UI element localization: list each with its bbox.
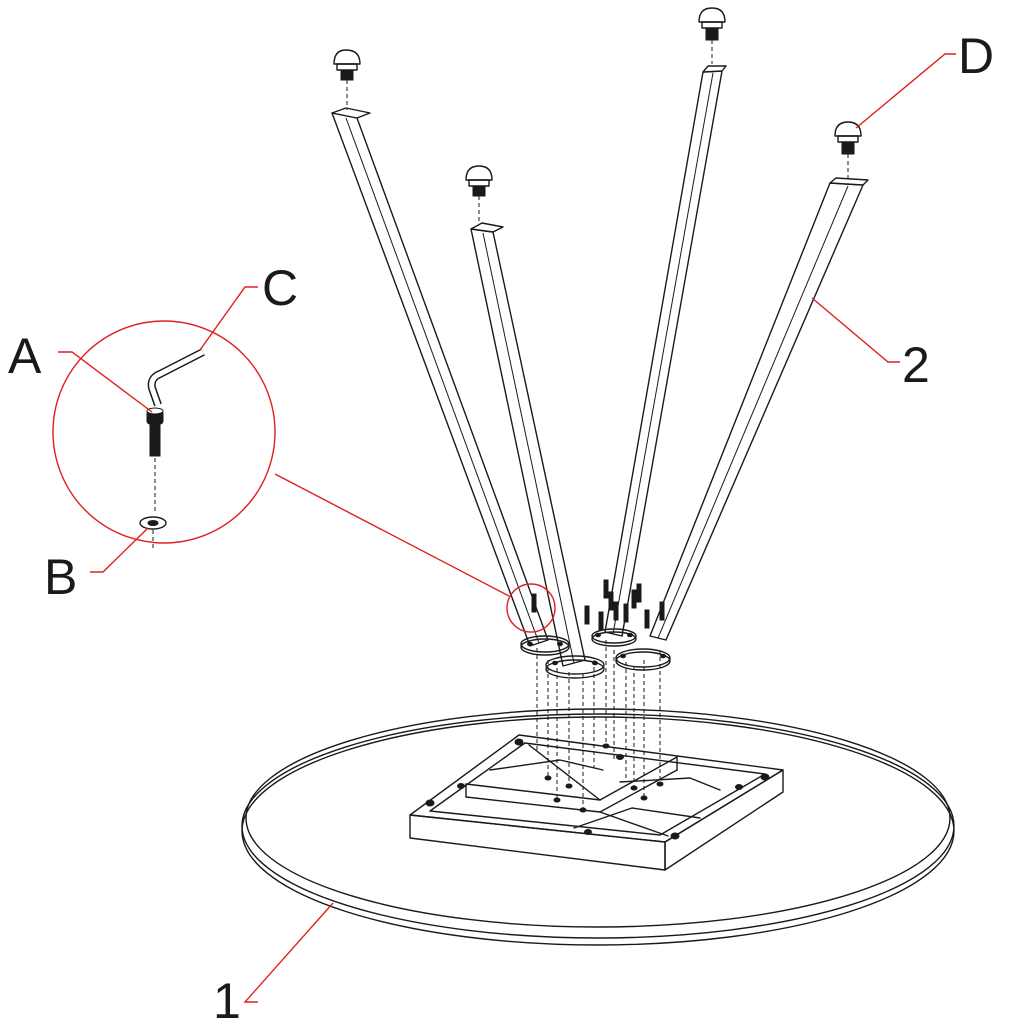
callout-a: A [8, 328, 42, 384]
foot-cap-icon [333, 7, 862, 222]
callout-b: B [44, 549, 77, 605]
leg-icon [331, 65, 869, 667]
allen-key-icon [147, 348, 205, 407]
bolt-group-icon [531, 579, 665, 631]
mount-plate-icon [520, 628, 671, 679]
callout-1: 1 [213, 973, 241, 1020]
callout-c: C [262, 260, 298, 316]
mounting-frame-icon [409, 734, 784, 871]
assembly-guide-lines [536, 640, 664, 813]
detail-callout [52, 320, 556, 633]
bolt-icon [146, 407, 164, 512]
leader-lines [58, 53, 956, 1003]
washer-icon [139, 516, 167, 548]
callout-d: D [958, 28, 994, 84]
callout-2: 2 [902, 337, 930, 393]
table-top-icon [241, 708, 955, 946]
